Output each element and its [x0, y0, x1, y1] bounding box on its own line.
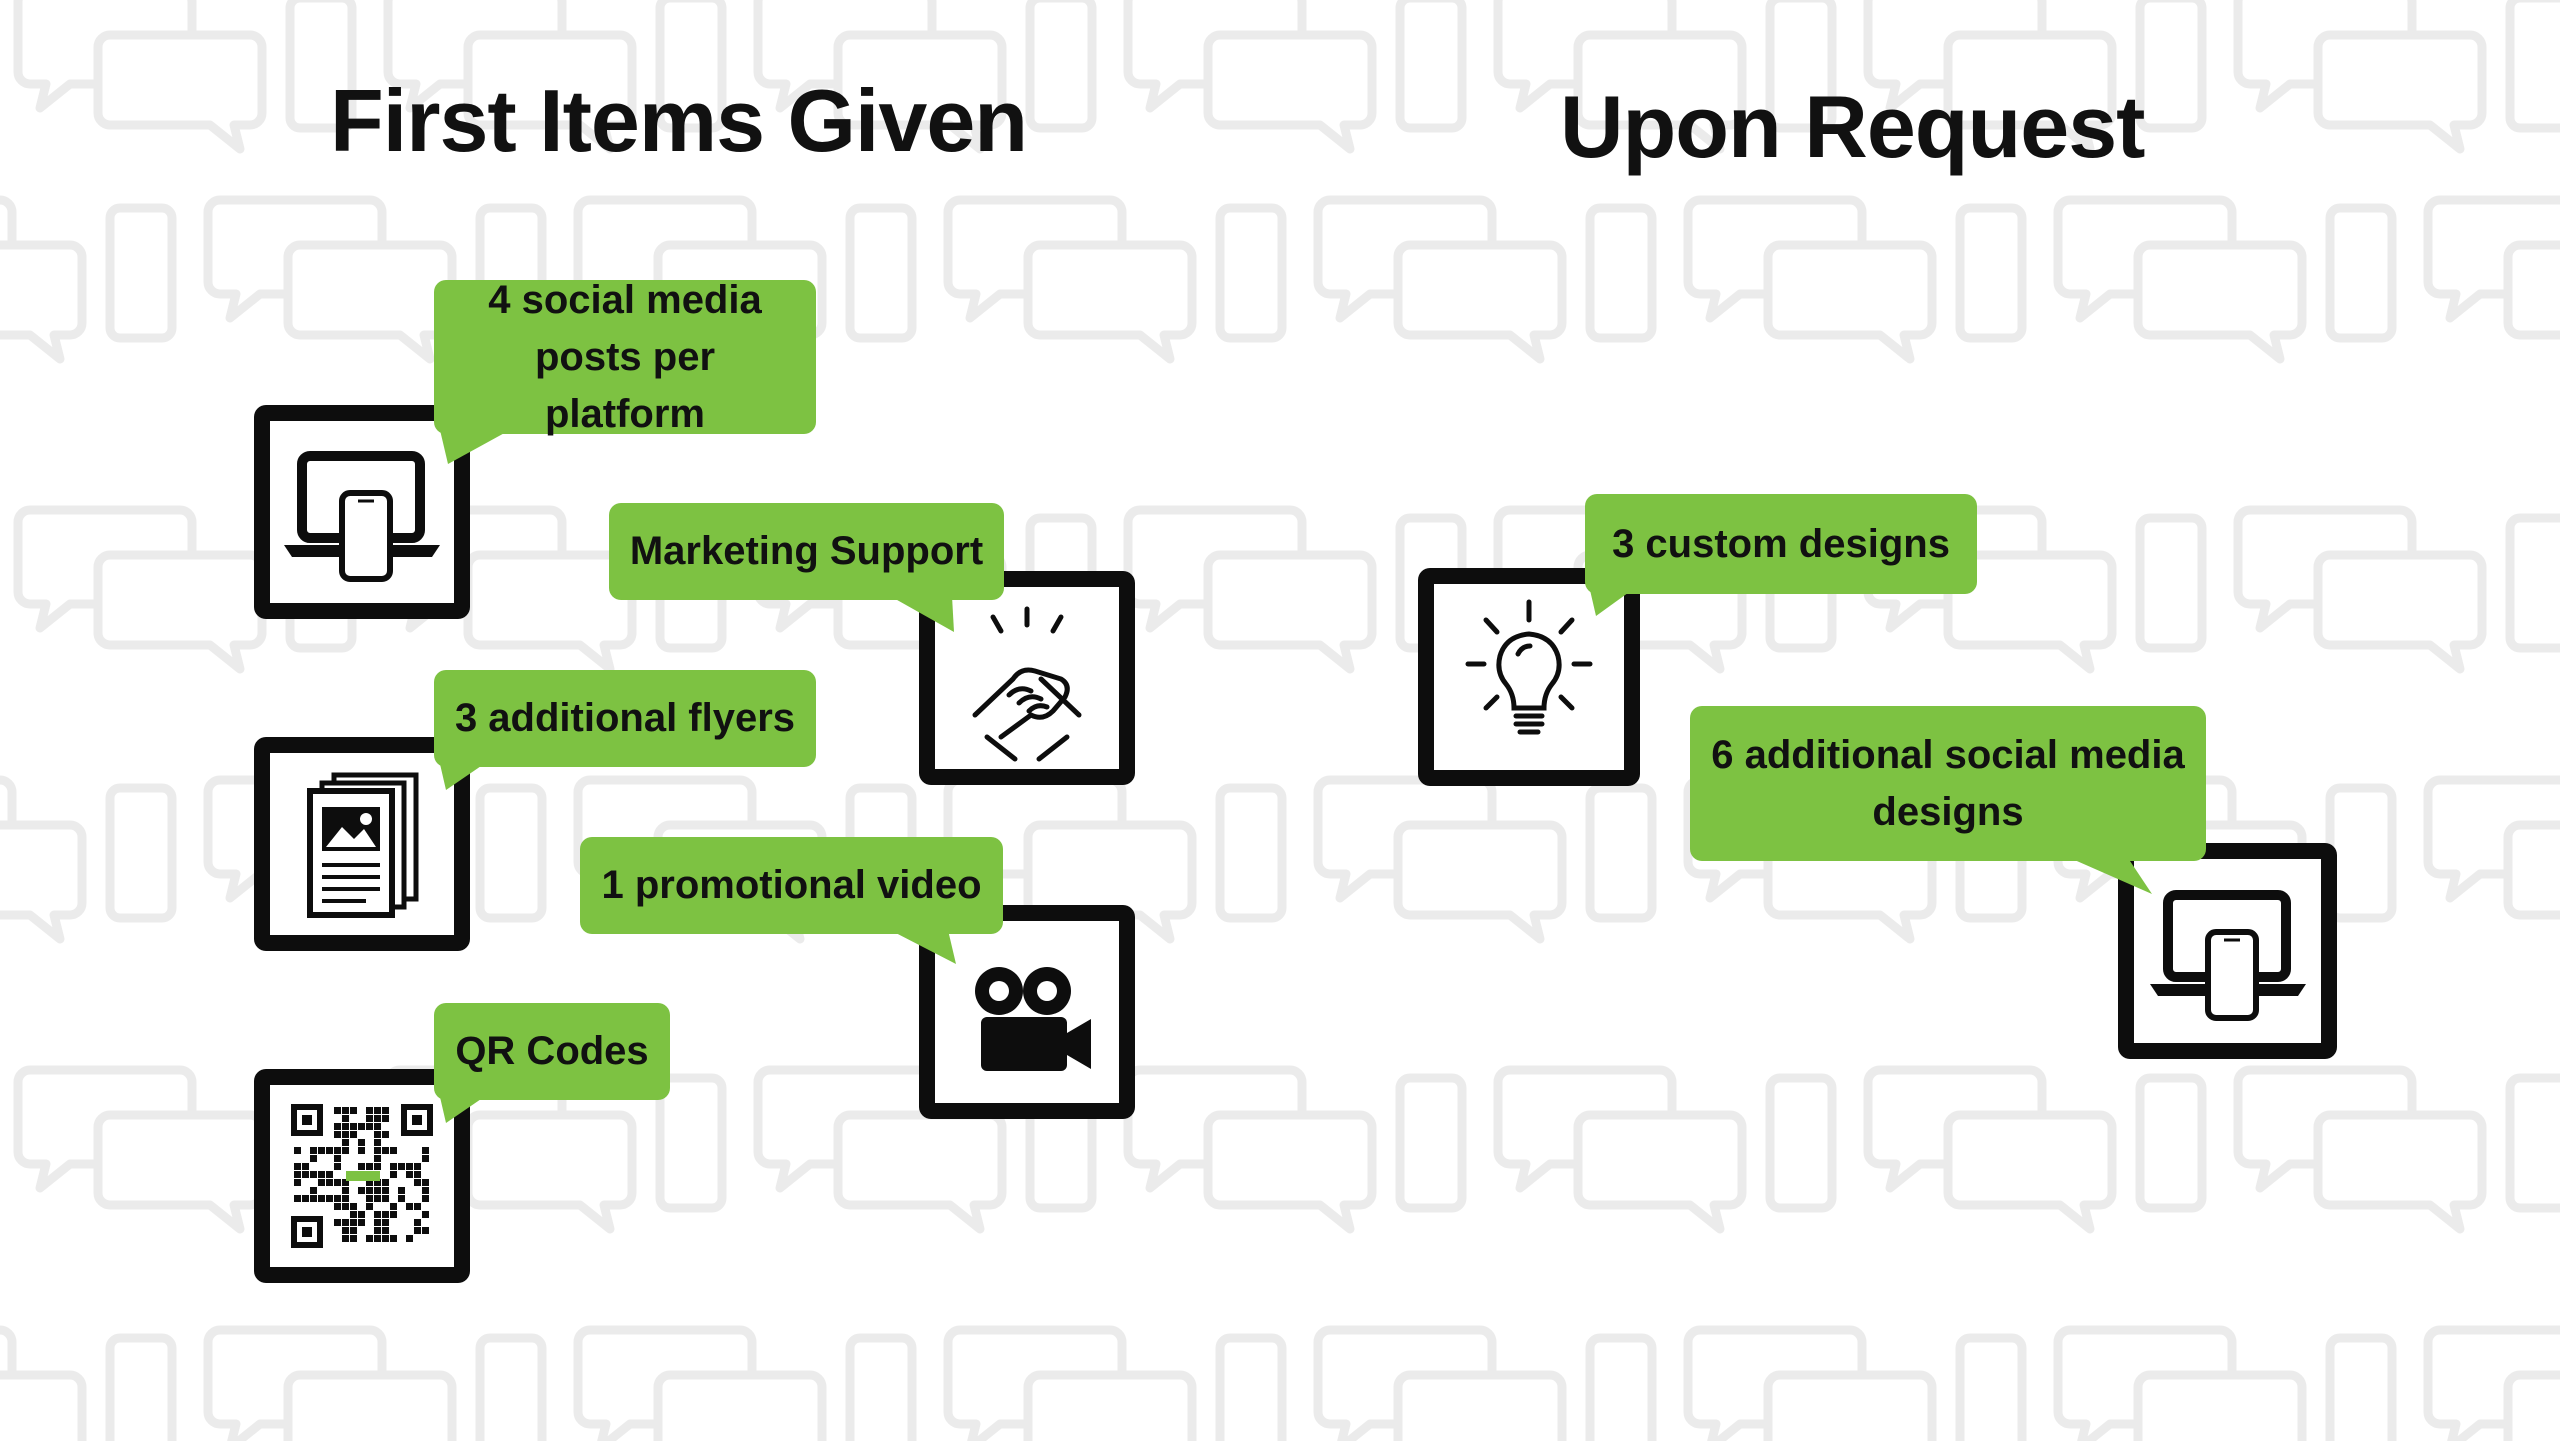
handshake-icon [972, 606, 1082, 762]
pattern-motif [2505, 0, 2560, 133]
flyer-document-icon [307, 772, 419, 918]
pattern-motif [1955, 1325, 2307, 1441]
qr-code-icon [291, 1104, 433, 1248]
pattern-motif [0, 775, 87, 944]
bubble-custom-designs: 3 custom designs [1585, 494, 1977, 594]
bubble-tail [1590, 590, 1632, 616]
pattern-motif [13, 0, 267, 154]
lightbulb-icon [1465, 599, 1593, 735]
bubble-social-media-designs: 6 additional social media designs [1690, 706, 2206, 861]
pattern-motif [1025, 0, 1377, 154]
pattern-motif [2135, 1065, 2487, 1234]
heading-first-items-given: First Items Given [330, 71, 1028, 170]
pattern-motif [655, 1065, 1007, 1234]
pattern-motif [1215, 195, 1567, 364]
bubble-social-media-posts: 4 social media posts per platform [434, 278, 816, 436]
heading-upon-request: Upon Request [1560, 77, 2145, 176]
bubble-qr-codes: QR Codes [434, 1003, 670, 1100]
bubble-marketing-support: Marketing Support [609, 503, 1004, 600]
pattern-motif [1395, 1065, 1747, 1234]
bubble-tail [440, 1097, 484, 1123]
bubble-tail [890, 596, 954, 632]
pattern-motif [2325, 1325, 2560, 1441]
pattern-motif [13, 505, 267, 674]
bubble-tail [2070, 858, 2152, 894]
pattern-motif [1955, 195, 2307, 364]
pattern-motif [1215, 1325, 1567, 1441]
pattern-motif [2325, 195, 2560, 343]
pattern-motif [285, 0, 637, 154]
pattern-motif [2135, 0, 2487, 154]
pattern-motif [13, 1065, 267, 1234]
video-camera-icon [975, 967, 1091, 1071]
pattern-motif [2505, 1073, 2560, 1213]
laptop-phone-icon [284, 451, 440, 582]
pattern-motif [1395, 0, 1747, 154]
pattern-motif [1025, 1065, 1377, 1234]
pattern-motif [1765, 1065, 2117, 1234]
bubble-promotional-video: 1 promotional video [580, 837, 1003, 934]
bubble-tail [440, 430, 510, 464]
social-media-designs-tile [2118, 843, 2337, 1059]
bubble-tail [440, 764, 484, 790]
bubble-additional-flyers: 3 additional flyers [434, 670, 816, 767]
pattern-motif [1215, 775, 1567, 944]
pattern-motif [105, 195, 457, 364]
laptop-phone-icon [2150, 890, 2306, 1021]
bubble-tail [890, 930, 956, 964]
pattern-motif [845, 195, 1197, 364]
social-media-tile [254, 405, 470, 619]
pattern-motif [655, 0, 1007, 154]
pattern-motif [2135, 505, 2487, 674]
marketing-support-tile [919, 571, 1135, 785]
pattern-motif [0, 195, 87, 364]
pattern-motif [2325, 775, 2560, 923]
pattern-motif [845, 1325, 1197, 1441]
pattern-motif [1765, 0, 2117, 154]
flyers-tile [254, 737, 470, 951]
qr-codes-tile [254, 1069, 470, 1283]
pattern-motif [105, 1325, 457, 1441]
pattern-motif [0, 1325, 87, 1441]
pattern-motif [475, 1325, 827, 1441]
pattern-motif [2505, 513, 2560, 653]
custom-designs-tile [1418, 568, 1640, 786]
pattern-motif [1585, 195, 1937, 364]
pattern-motif [1585, 1325, 1937, 1441]
